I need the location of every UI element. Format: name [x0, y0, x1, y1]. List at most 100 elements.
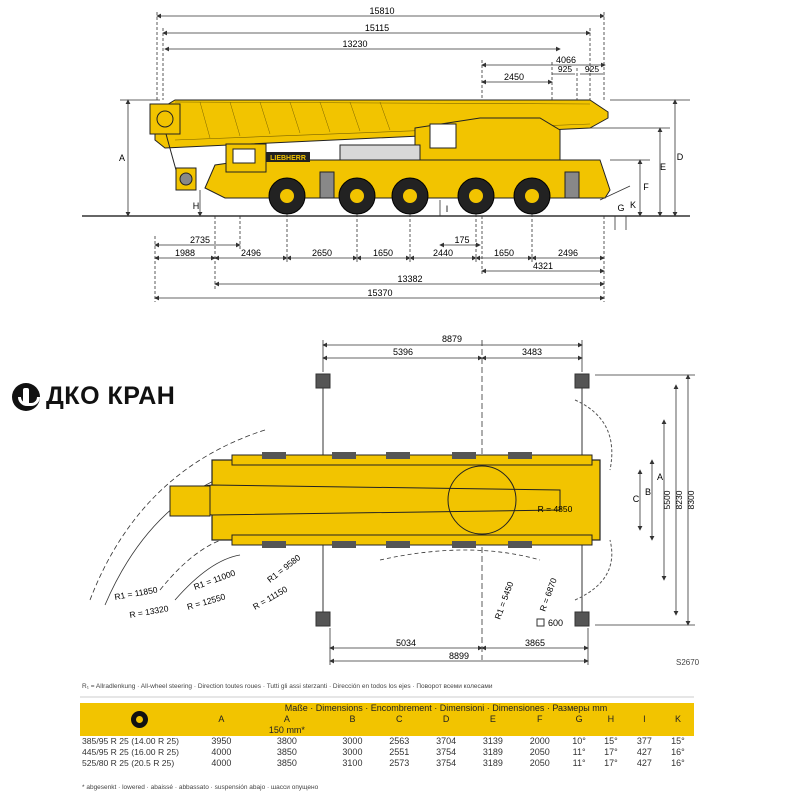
cell: 2573 [389, 758, 410, 768]
cell: 11° [572, 747, 586, 757]
tire-header-cell [80, 703, 198, 736]
cell: 3189 [482, 747, 503, 757]
cell: 427 [636, 758, 652, 768]
dim-3865: 3865 [525, 638, 545, 648]
cell: 3000 [342, 736, 363, 746]
tire-size: 385/95 R 25 (14.00 R 25) [82, 736, 179, 746]
dim-15115: 15115 [365, 23, 389, 33]
table-header-title-row: Maße · Dimensions · Encombrement · Dimen… [80, 703, 694, 736]
col-i: I [626, 714, 662, 725]
col-h: H [595, 714, 627, 725]
radius-r1-9580: R1 = 9580 [265, 552, 302, 584]
cell: 10° [572, 736, 586, 746]
tire-icon [130, 711, 148, 728]
dim-15370: 15370 [367, 288, 392, 298]
label-a: A [119, 153, 125, 163]
radius-13320: R = 13320 [129, 603, 170, 620]
dim-13230: 13230 [342, 39, 367, 49]
col-a: A [198, 714, 245, 725]
dim-5034: 5034 [396, 638, 416, 648]
radius-11150: R = 11150 [251, 584, 289, 612]
dim-5396: 5396 [393, 347, 413, 357]
cell: 377 [636, 736, 652, 746]
dim-2650: 2650 [312, 248, 332, 258]
radius-12550: R = 12550 [186, 591, 227, 612]
dim-2440: 2440 [433, 248, 453, 258]
table-header-row: A A B C D E F G H I K [80, 714, 694, 725]
table-note: * abgesenkt · lowered · abaissé · abbass… [82, 784, 319, 791]
dim-8230: 8230 [674, 490, 684, 509]
radius-r1-11850: R1 = 11850 [114, 585, 159, 602]
radius-r1-11000: R1 = 11000 [192, 567, 237, 591]
dim-175: 175 [454, 235, 469, 245]
dimensions-table: Maße · Dimensions · Encombrement · Dimen… [80, 703, 694, 769]
figure-code: S2670 [676, 658, 700, 667]
anchor-logo-icon [12, 382, 40, 411]
table-row: 445/95 R 25 (16.00 R 25) 4000 3850 3000 … [80, 747, 694, 758]
label-h: H [193, 201, 200, 211]
cell: 2563 [389, 736, 410, 746]
label-d: D [677, 152, 684, 162]
dim-5500: 5500 [662, 490, 672, 509]
col-b: B [329, 714, 376, 725]
dim-3483: 3483 [522, 347, 542, 357]
cell: 2000 [529, 736, 550, 746]
dim-8899: 8899 [449, 651, 469, 661]
company-logo: ДКО КРАН [12, 382, 175, 411]
side-view: 15810 15115 13230 4066 2450 925 925 LIEB… [82, 6, 690, 302]
dim-1650a: 1650 [373, 248, 393, 258]
cell: 2551 [389, 747, 410, 757]
radius-6870: R = 6870 [537, 576, 558, 612]
cell: 3850 [276, 758, 297, 768]
tire-size: 525/80 R 25 (20.5 R 25) [82, 758, 175, 768]
dim-1988: 1988 [175, 248, 195, 258]
label-i: I [446, 204, 449, 214]
dim-600: 600 [548, 618, 563, 628]
logo-text: ДКО КРАН [46, 382, 176, 410]
col-f: F [516, 714, 564, 725]
label-b: B [645, 487, 651, 497]
cell: 11° [572, 758, 586, 768]
table-title: Maße · Dimensions · Encombrement · Dimen… [198, 703, 694, 714]
label-a-top: A [657, 472, 663, 482]
col-a-sub: 150 mm* [244, 725, 330, 736]
cell: 16° [671, 747, 685, 757]
footnote-r1: R₁ = Allradlenkung · All-wheel steering … [82, 683, 493, 690]
radius-r1-5450: R1 = 5450 [492, 580, 515, 621]
col-a-lowered: A [244, 714, 330, 725]
label-g: G [617, 203, 624, 213]
col-g: G [563, 714, 595, 725]
col-k: K [661, 714, 694, 725]
dim-4066: 4066 [556, 55, 576, 65]
table-row: 525/80 R 25 (20.5 R 25) 4000 3850 3100 2… [80, 758, 694, 769]
cell: 3189 [482, 758, 503, 768]
cell: 4000 [211, 747, 232, 757]
cell: 17° [604, 758, 618, 768]
dim-2450: 2450 [504, 72, 524, 82]
label-c: C [633, 494, 640, 504]
dim-2496b: 2496 [558, 248, 578, 258]
cell: 3754 [436, 758, 457, 768]
cell: 3754 [436, 747, 457, 757]
dim-925b: 925 [585, 64, 599, 74]
dim-15810: 15810 [369, 6, 394, 16]
cell: 3800 [276, 736, 297, 746]
cell: 4000 [211, 758, 232, 768]
cell: 16° [671, 758, 685, 768]
dim-8300: 8300 [686, 490, 696, 509]
cell: 3000 [342, 747, 363, 757]
dim-2496a: 2496 [241, 248, 261, 258]
cell: 17° [604, 747, 618, 757]
top-view: 8879 5396 3483 [89, 334, 696, 665]
dim-13382: 13382 [397, 274, 422, 284]
table-row: 385/95 R 25 (14.00 R 25) 3950 3800 3000 … [80, 736, 694, 747]
col-c: C [375, 714, 423, 725]
dim-8879: 8879 [442, 334, 462, 344]
label-f: F [643, 182, 649, 192]
radius-4850: R = 4850 [538, 504, 573, 514]
cell: 3139 [482, 736, 503, 746]
label-e: E [660, 162, 666, 172]
cell: 427 [636, 747, 652, 757]
cell: 3100 [342, 758, 363, 768]
